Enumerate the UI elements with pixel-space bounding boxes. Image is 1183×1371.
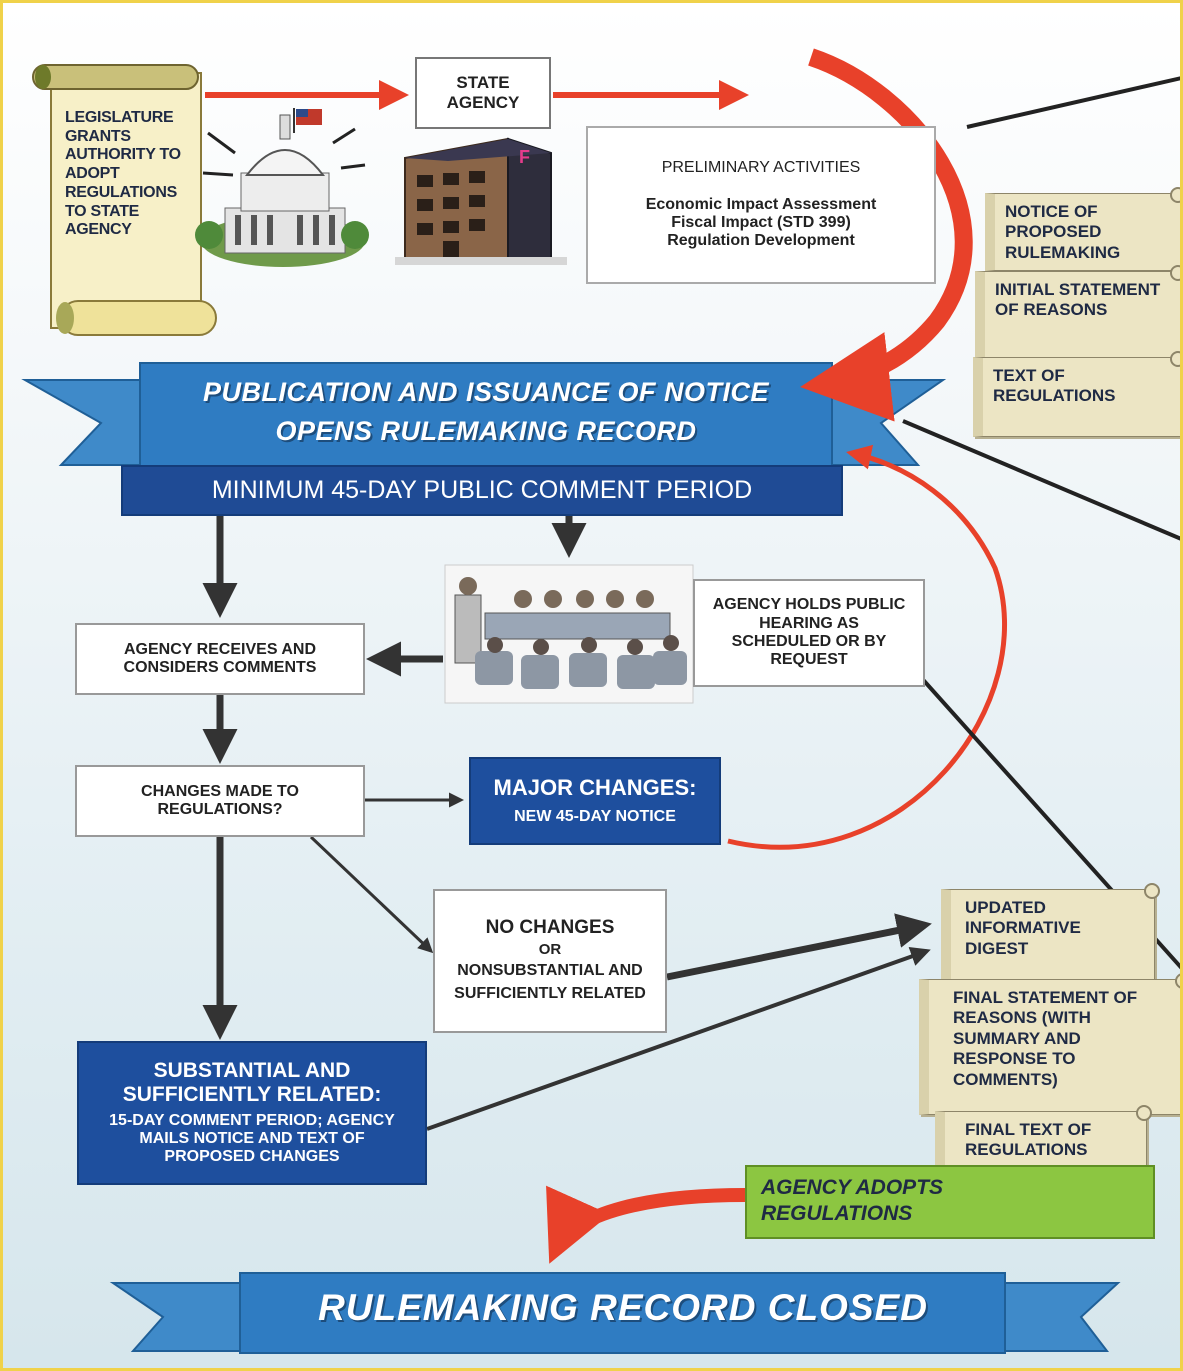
changes-question-box: CHANGES MADE TO REGULATIONS? xyxy=(75,765,365,837)
final-doc-scroll: FINAL STATEMENT OF REASONS (WITH SUMMARY… xyxy=(919,973,1180,1115)
substantial-changes-box: SUBSTANTIAL AND SUFFICIENTLY RELATED: 15… xyxy=(77,1041,427,1185)
dark-arrows xyxy=(202,76,1180,1131)
publication-title: PUBLICATION AND ISSUANCE OF NOTICE OPENS… xyxy=(202,377,769,447)
no-changes-detail: NONSUBSTANTIAL AND SUFFICIENTLY RELATED xyxy=(454,962,646,1002)
notice-doc-scroll: INITIAL STATEMENT OF REASONS xyxy=(975,265,1180,359)
flow-connectors: F xyxy=(21,48,1180,1354)
capitol-building-art xyxy=(195,108,369,267)
notice-doc-scroll: TEXT OF REGULATIONS xyxy=(973,351,1180,437)
no-changes-title: NO CHANGES xyxy=(485,917,615,939)
final-doc-scroll: UPDATED INFORMATIVE DIGEST xyxy=(941,883,1160,981)
preliminary-item: Fiscal Impact (STD 399) xyxy=(671,214,851,231)
no-changes-box: NO CHANGES OR NONSUBSTANTIAL AND SUFFICI… xyxy=(433,889,667,1033)
major-changes-box: MAJOR CHANGES: NEW 45-DAY NOTICE xyxy=(469,757,721,845)
major-changes-title: MAJOR CHANGES: xyxy=(493,775,697,801)
preliminary-title: PRELIMINARY ACTIVITIES xyxy=(661,159,861,177)
office-building-art: F xyxy=(395,137,567,265)
substantial-title: SUBSTANTIAL AND SUFFICIENTLY RELATED: xyxy=(122,1059,382,1107)
major-changes-subtitle: NEW 45-DAY NOTICE xyxy=(514,808,676,826)
public-hearing-box: AGENCY HOLDS PUBLIC HEARING AS SCHEDULED… xyxy=(693,579,925,687)
no-changes-or: OR xyxy=(538,940,562,958)
comment-period-bar: MINIMUM 45-DAY PUBLIC COMMENT PERIOD xyxy=(121,465,843,516)
notice-doc-scroll: NOTICE OF PROPOSED RULEMAKING xyxy=(985,187,1180,271)
closed-ribbon xyxy=(109,1272,1121,1354)
receives-comments-box: AGENCY RECEIVES AND CONSIDERS COMMENTS xyxy=(75,623,365,695)
legislature-text: LEGISLATURE GRANTS AUTHORITY TO ADOPT RE… xyxy=(65,109,181,239)
hearing-room-art xyxy=(444,564,694,704)
scroll-art xyxy=(32,64,217,336)
svg-text:F: F xyxy=(519,147,530,167)
substantial-detail: 15-DAY COMMENT PERIOD; AGENCY MAILS NOTI… xyxy=(109,1111,395,1166)
record-closed-title: RULEMAKING RECORD CLOSED xyxy=(318,1287,928,1328)
red-arrows xyxy=(205,48,1007,1264)
preliminary-item: Regulation Development xyxy=(667,232,855,250)
preliminary-activities-box: PRELIMINARY ACTIVITIES Economic Impact A… xyxy=(586,126,936,284)
state-agency-box: STATE AGENCY xyxy=(415,57,551,129)
preliminary-item: Economic Impact Assessment xyxy=(645,195,877,213)
agency-adopts-box: AGENCY ADOPTS REGULATIONS xyxy=(745,1165,1155,1239)
publication-ribbon xyxy=(21,362,947,469)
